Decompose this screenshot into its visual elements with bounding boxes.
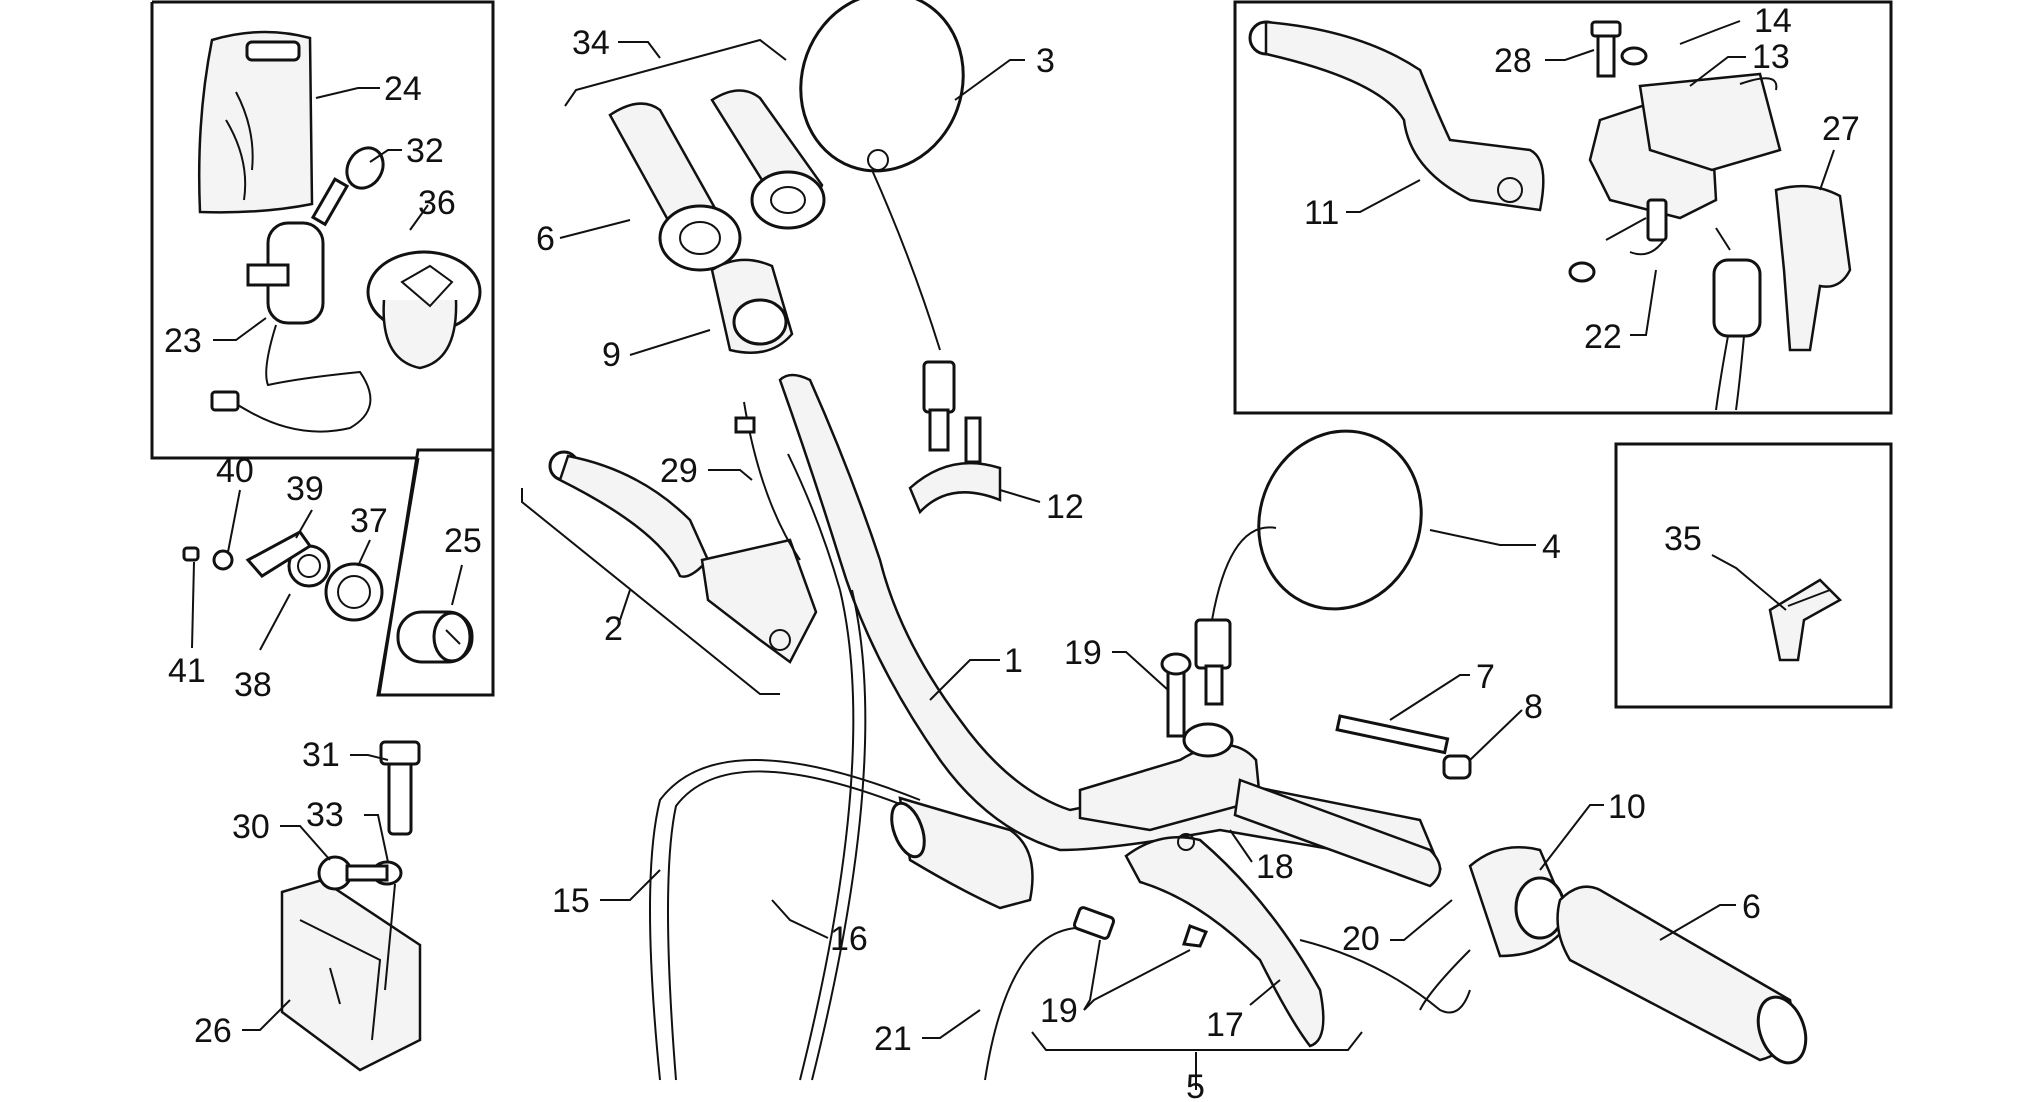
- right-lever-part: [1124, 833, 1325, 1048]
- center-clamp-part: [1078, 652, 1262, 832]
- throttle-housing-part: [890, 796, 1034, 910]
- brake-light-switch-part: [1568, 198, 1668, 283]
- left-switch-housing-part: [710, 258, 794, 354]
- mirror-clamp-part: [908, 416, 1002, 515]
- fuel-cap-part: [366, 250, 482, 370]
- callout-39: 39: [286, 470, 324, 508]
- callout-24: 24: [384, 70, 422, 108]
- callout-6-right: 6: [1742, 888, 1761, 926]
- right-mirror-part: [1194, 429, 1423, 706]
- lever-guard-part: [1774, 184, 1852, 352]
- clutch-cable-part: [799, 589, 855, 1081]
- left-grip-alt-part: [710, 89, 826, 230]
- callout-37: 37: [350, 502, 388, 540]
- callout-35: 35: [1664, 520, 1702, 558]
- callout-17: 17: [1206, 1006, 1244, 1044]
- callout-20: 20: [1342, 920, 1380, 958]
- callout-40: 40: [216, 452, 254, 490]
- callout-labels: 1 2 3 4 5 6 6 7 8 9 10 11 12 13 14 15 16…: [164, 2, 1860, 1102]
- throttle-cable-inner: [667, 770, 921, 1081]
- callout-5: 5: [1186, 1068, 1205, 1102]
- callout-3: 3: [1036, 42, 1055, 80]
- callout-10: 10: [1608, 788, 1646, 826]
- bar-end-bolt-part: [1335, 714, 1472, 780]
- callout-9: 9: [602, 336, 621, 374]
- callout-19-bottom: 19: [1040, 992, 1078, 1030]
- callout-25: 25: [444, 522, 482, 560]
- callout-15: 15: [552, 882, 590, 920]
- callout-21: 21: [874, 1020, 912, 1058]
- part-group-bracket-34: [564, 38, 787, 107]
- callout-2: 2: [604, 610, 623, 648]
- callout-33: 33: [306, 796, 344, 834]
- callout-41: 41: [168, 652, 206, 690]
- ignition-switch-part: [210, 221, 372, 433]
- callout-23: 23: [164, 322, 202, 360]
- callout-4: 4: [1542, 528, 1561, 566]
- inset-box-cable-clip: [1614, 442, 1893, 709]
- callout-11: 11: [1304, 194, 1339, 232]
- left-mirror-part: [799, 0, 965, 452]
- callout-34: 34: [572, 24, 610, 62]
- right-grip-part: [1556, 885, 1808, 1065]
- callout-6-left: 6: [536, 220, 555, 258]
- callout-32: 32: [406, 132, 444, 170]
- callout-16: 16: [830, 920, 868, 958]
- callout-29: 29: [660, 452, 698, 490]
- left-lever-part: [548, 450, 841, 664]
- inset-box-right-master-cylinder: [1233, 0, 1893, 415]
- callout-18: 18: [1256, 848, 1294, 886]
- right-handlebar-end: [1233, 778, 1442, 888]
- clutch-cable-inner: [811, 589, 867, 1081]
- inset-box-ignition-kit: [150, 0, 495, 697]
- callout-12: 12: [1046, 488, 1084, 526]
- right-switch-housing-part: [1299, 846, 1572, 1014]
- callout-26: 26: [194, 1012, 232, 1050]
- callout-7: 7: [1476, 658, 1495, 696]
- cable-adjuster-part: [1072, 906, 1116, 940]
- callout-14: 14: [1754, 2, 1792, 40]
- leader-lines: [191, 20, 1835, 1090]
- right-brake-lever-part: [1248, 20, 1545, 212]
- lock-hardware-parts: [182, 530, 384, 622]
- callout-8: 8: [1524, 688, 1543, 726]
- left-grip-part: [608, 102, 742, 272]
- brake-hose-part: [734, 401, 801, 561]
- callout-36: 36: [418, 184, 456, 222]
- cable-clip-part: [1768, 578, 1843, 662]
- callout-22: 22: [1584, 318, 1622, 356]
- lock-bracket-part: [280, 740, 422, 1072]
- right-master-cylinder-part: [1588, 20, 1782, 220]
- callout-38: 38: [234, 666, 272, 704]
- throttle-cable-part: [649, 759, 921, 1081]
- reservoir-part: [1712, 227, 1762, 411]
- key-part: [310, 146, 385, 227]
- part-group-bracket-2: [521, 488, 780, 695]
- callout-30: 30: [232, 808, 270, 846]
- lock-cylinder-part: [396, 610, 474, 664]
- callout-31: 31: [302, 736, 340, 774]
- switch-cable-part: [984, 926, 1091, 1081]
- part-group-bracket-5: [1031, 1031, 1363, 1051]
- callout-27: 27: [1822, 110, 1860, 148]
- callout-1: 1: [1004, 642, 1023, 680]
- callout-28: 28: [1494, 42, 1532, 80]
- key-pouch-part: [197, 30, 314, 214]
- callout-13: 13: [1752, 38, 1790, 76]
- callout-19-top: 19: [1064, 634, 1102, 672]
